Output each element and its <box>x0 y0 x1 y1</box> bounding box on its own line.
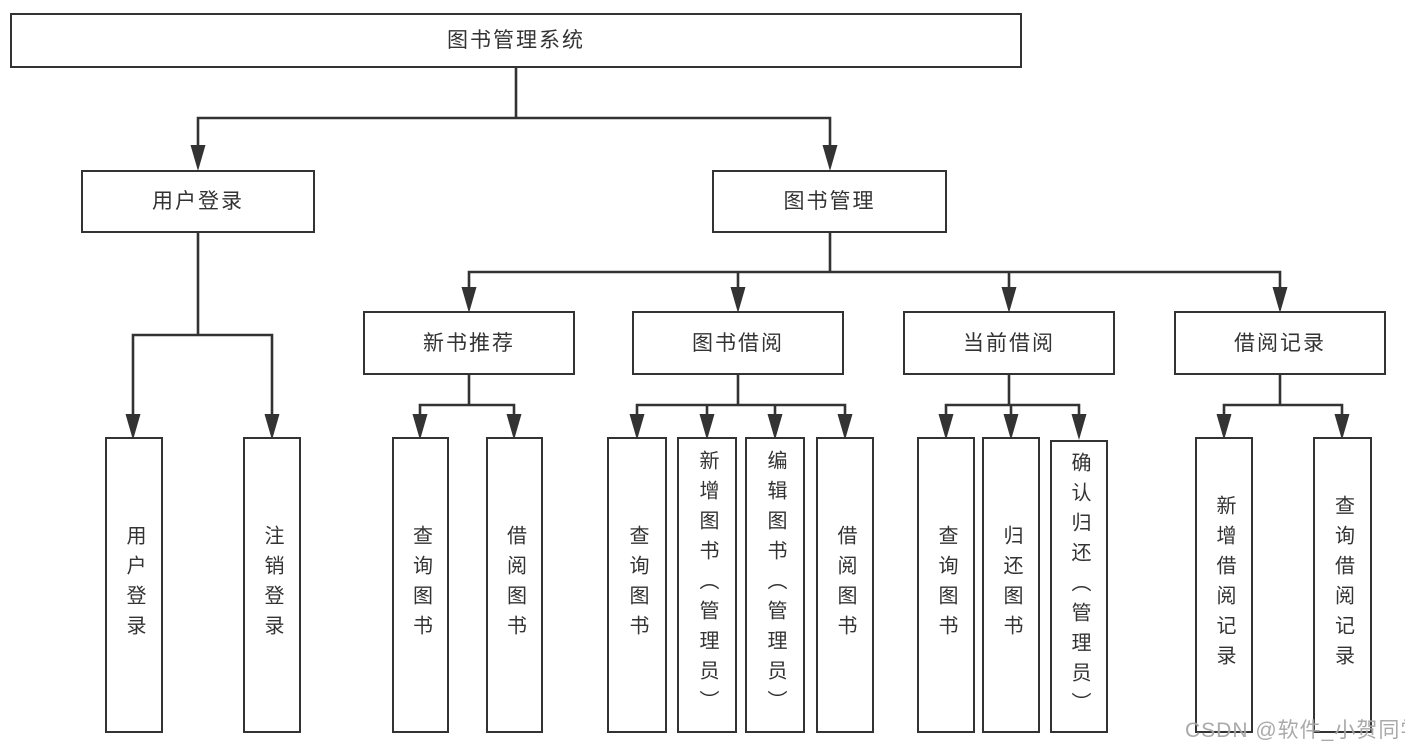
node-bb-add-books-admin-label: 新增图书（管理员） <box>696 450 718 720</box>
node-borrowing-records: 借阅记录 <box>1174 311 1386 375</box>
node-bb-borrow-books-label: 借阅图书 <box>834 525 856 645</box>
node-logout-label: 注销登录 <box>261 525 283 645</box>
node-bb-edit-books-admin-label: 编辑图书（管理员） <box>764 450 786 720</box>
node-cb-return-books-label: 归还图书 <box>1000 525 1022 645</box>
node-current-borrowing-label: 当前借阅 <box>963 331 1055 355</box>
node-new-book-recommend: 新书推荐 <box>363 311 575 375</box>
node-nb-borrow-books-label: 借阅图书 <box>503 525 526 645</box>
node-book-management-label: 图书管理 <box>783 190 876 213</box>
node-new-book-recommend-label: 新书推荐 <box>423 331 515 355</box>
csdn-watermark: CSDN @软件_小贺同学 <box>1185 719 1405 742</box>
node-br-query-record: 查询借阅记录 <box>1313 437 1372 733</box>
node-cb-confirm-return-admin-label: 确认归还（管理员） <box>1068 451 1090 722</box>
node-bb-query-books-label: 查询图书 <box>626 525 648 645</box>
node-bb-add-books-admin: 新增图书（管理员） <box>677 437 737 733</box>
node-borrowing-records-label: 借阅记录 <box>1234 331 1326 355</box>
node-book-management: 图书管理 <box>712 170 947 233</box>
node-br-query-record-label: 查询借阅记录 <box>1331 495 1354 675</box>
node-nb-query-books-label: 查询图书 <box>409 525 432 645</box>
node-book-borrowing-label: 图书借阅 <box>692 331 784 355</box>
node-user-login-label: 用户登录 <box>123 525 145 645</box>
node-user-login: 用户登录 <box>105 437 163 733</box>
node-cb-confirm-return-admin: 确认归还（管理员） <box>1050 440 1108 733</box>
node-br-add-record: 新增借阅记录 <box>1195 437 1253 733</box>
node-cb-query-books-label: 查询图书 <box>935 525 957 645</box>
node-book-borrowing: 图书借阅 <box>632 311 844 375</box>
node-user-login-group-label: 用户登录 <box>152 190 244 213</box>
node-user-login-group: 用户登录 <box>81 170 315 233</box>
node-current-borrowing: 当前借阅 <box>903 311 1115 375</box>
node-nb-borrow-books: 借阅图书 <box>486 437 543 733</box>
node-bb-edit-books-admin: 编辑图书（管理员） <box>745 437 805 733</box>
node-bb-borrow-books: 借阅图书 <box>816 437 874 733</box>
node-bb-query-books: 查询图书 <box>607 437 667 733</box>
node-library-management-system: 图书管理系统 <box>10 13 1022 68</box>
node-nb-query-books: 查询图书 <box>392 437 449 733</box>
node-cb-query-books: 查询图书 <box>917 437 975 733</box>
node-br-add-record-label: 新增借阅记录 <box>1213 495 1235 675</box>
node-cb-return-books: 归还图书 <box>982 437 1040 733</box>
node-library-management-system-label: 图书管理系统 <box>447 29 585 52</box>
node-logout: 注销登录 <box>243 437 301 733</box>
